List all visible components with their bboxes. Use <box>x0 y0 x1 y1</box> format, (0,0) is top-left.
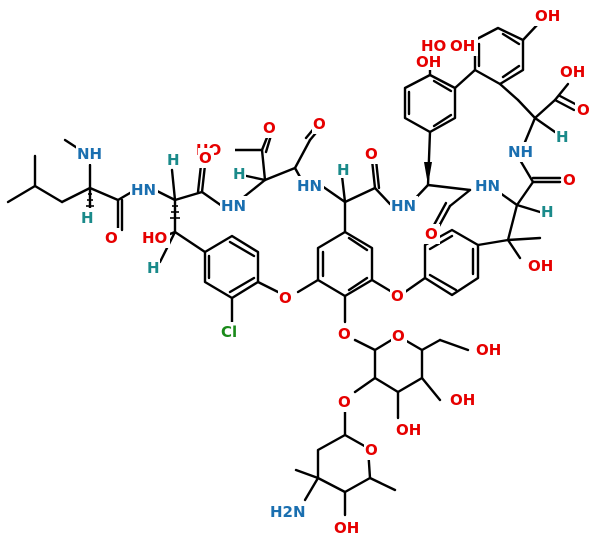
oh-label: OH <box>416 53 441 71</box>
hydrogen-label: H <box>337 161 350 179</box>
amine-label: H2N <box>270 503 306 521</box>
oh-label: OH <box>450 391 475 409</box>
chlorine-label: Cl <box>221 323 237 341</box>
oxygen-label: O <box>105 229 118 247</box>
oxygen-label: O <box>338 393 351 411</box>
oh-label: OH <box>535 7 560 25</box>
oxygen-label: O <box>425 225 438 243</box>
hn-label: HN <box>131 181 156 199</box>
oh-label: OH <box>476 341 501 359</box>
hn-label: HN <box>475 177 500 195</box>
atom-labels: OH OH HO OH OH O H NH O HN H O HN O H HN <box>76 6 591 538</box>
oxygen-label: O <box>392 327 405 345</box>
oh-label: OH <box>334 519 359 537</box>
hydrogen-label: H <box>541 203 554 221</box>
oxygen-label: O <box>391 287 404 305</box>
oxygen-label: O <box>365 145 378 163</box>
hydrogen-label: H <box>556 128 569 146</box>
oh-label: OH <box>450 37 475 55</box>
hydrogen-label: H <box>147 259 160 277</box>
oxygen-label: O <box>279 289 292 307</box>
nh-label: NH <box>77 145 102 163</box>
oh-label: OH <box>528 257 553 275</box>
hydrogen-label: H <box>81 209 94 227</box>
bond-skeleton <box>6 22 581 517</box>
oxygen-label: O <box>563 171 576 189</box>
oxygen-label: O <box>263 119 276 137</box>
hydrogen-label: H <box>233 165 246 183</box>
ho-label: HO <box>142 229 167 247</box>
stereo-bonds <box>86 162 432 219</box>
hn-label: HN <box>221 197 246 215</box>
oh-label: OH <box>560 63 585 81</box>
oxygen-label: O <box>577 101 590 119</box>
hn-label: HN <box>297 177 322 195</box>
oxygen-label: O <box>338 325 351 343</box>
nh-label: NH <box>508 143 533 161</box>
hydrogen-label: H <box>167 151 180 169</box>
oxygen-label: O <box>313 115 326 133</box>
hn-label: HN <box>391 197 416 215</box>
oxygen-label: O <box>365 441 378 459</box>
oxygen-label: O <box>199 149 212 167</box>
oh-label: OH <box>396 421 421 439</box>
ho-label: HO <box>421 37 446 55</box>
